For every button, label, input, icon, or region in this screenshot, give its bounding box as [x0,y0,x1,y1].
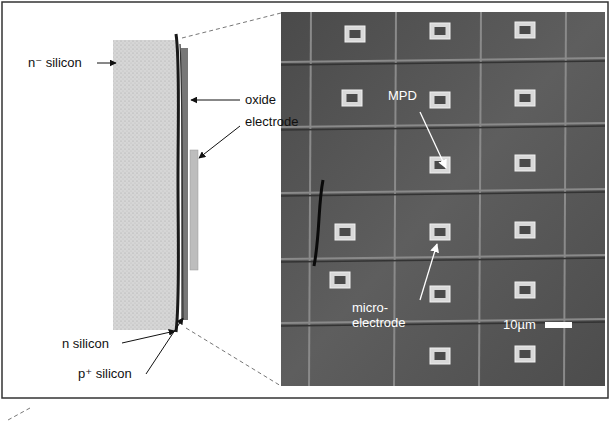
layer-label: oxide [245,92,276,107]
scale-label: 10µm [503,317,536,332]
part-label: MPD [388,88,417,103]
sem-image [281,12,605,386]
layer-label: p⁺ silicon [78,366,132,381]
layer-label: electrode [245,114,298,129]
frame [2,2,608,398]
layer-label: n silicon [62,336,109,351]
scale-bar [545,322,572,328]
part-label: micro- electrode [352,300,418,330]
leader-line [97,63,446,374]
zoom-line [8,13,281,420]
layer-label: n⁻ silicon [28,55,82,70]
cross-section [113,34,198,332]
